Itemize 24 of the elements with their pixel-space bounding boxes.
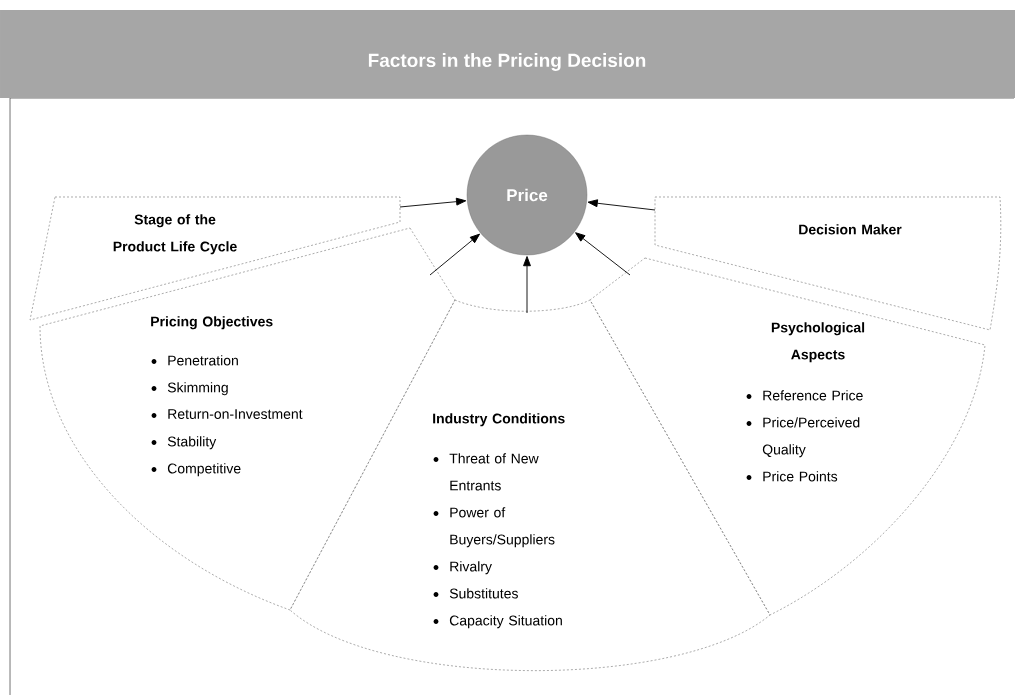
arrow: [587, 199, 656, 211]
bullet-item: Penetration: [151, 355, 238, 366]
bullet-item: Capacity Situation: [433, 615, 562, 629]
bullet-item: Price/Perceived Quality: [746, 417, 860, 458]
arrow: [429, 233, 480, 276]
sector-heading: Decision Maker: [799, 224, 902, 235]
bullet-item: Substitutes: [433, 588, 518, 599]
bullet-item: Power of Buyers/Suppliers: [433, 507, 555, 548]
title-banner: Factors in the Pricing Decision: [0, 10, 1015, 98]
sector-heading: Industry Conditions: [433, 413, 565, 427]
bullet-item: Skimming: [151, 382, 228, 396]
arrow: [399, 197, 467, 208]
bullet-item: Price Points: [746, 471, 838, 482]
sector-heading: Pricing Objectives: [151, 316, 273, 330]
bullet-item: Threat of New Entrants: [433, 453, 539, 491]
sector-heading: Stage of the Product Life Cycle: [113, 214, 237, 255]
arrow: [575, 232, 631, 276]
bullet-item: Reference Price: [746, 390, 863, 401]
bullet-item: Competitive: [151, 463, 241, 477]
bullet-item: Rivalry: [433, 561, 492, 575]
arrow: [523, 256, 531, 314]
bullet-item: Stability: [151, 436, 217, 450]
bullet-item: Return-on-Investment: [151, 409, 303, 419]
sector-heading: Psychological Aspects: [771, 322, 865, 363]
